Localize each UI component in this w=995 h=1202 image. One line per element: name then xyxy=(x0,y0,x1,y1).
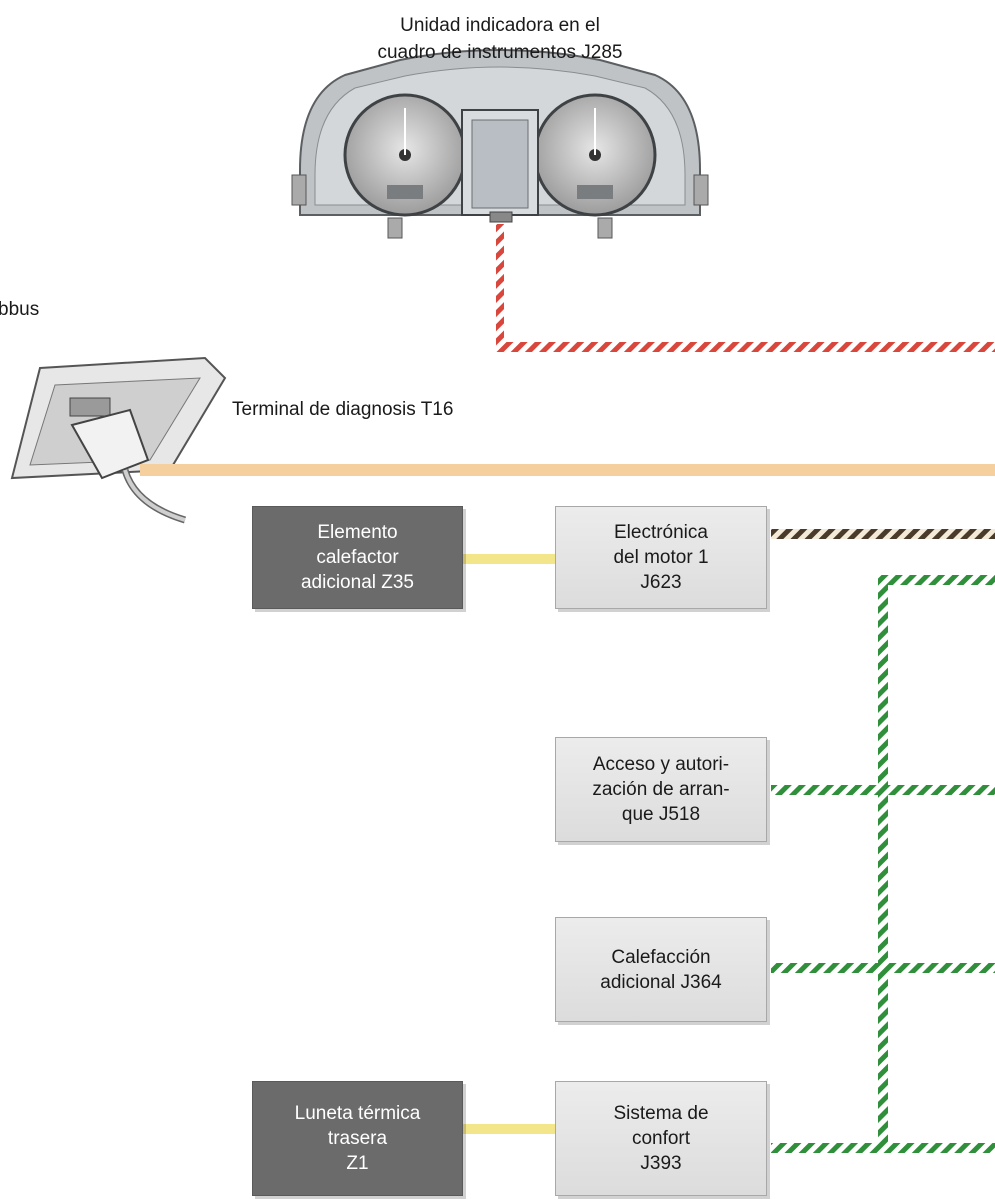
lin-link-z35 xyxy=(463,554,555,564)
comfort-bus-j393 xyxy=(771,1143,995,1153)
box-j518: Acceso y autori- zación de arran- que J5… xyxy=(555,737,767,842)
box-j364: Calefacción adicional J364 xyxy=(555,917,767,1022)
box-z1: Luneta térmica trasera Z1 xyxy=(252,1081,463,1196)
comfort-bus-j364 xyxy=(771,963,995,973)
comfort-bus-j518 xyxy=(771,785,995,795)
cluster-title: Unidad indicadora en el cuadro de instru… xyxy=(377,15,623,63)
drive-bus xyxy=(771,529,995,539)
diagnosis-bus xyxy=(140,464,995,476)
lin-link-z1 xyxy=(463,1124,555,1134)
comfort-bus-top xyxy=(878,575,995,585)
box-j623: Electrónica del motor 1 J623 xyxy=(555,506,767,609)
box-z35: Elemento calefactor adicional Z35 xyxy=(252,506,463,609)
box-j393: Sistema de confort J393 xyxy=(555,1081,767,1196)
instrument-bus-vertical xyxy=(496,224,504,352)
bus-cutoff-label: bbus xyxy=(0,299,40,320)
comfort-bus-vertical xyxy=(878,575,888,1153)
diagnosis-terminal-label: Terminal de diagnosis T16 xyxy=(232,399,454,420)
instrument-cluster-illustration xyxy=(291,49,709,239)
diagnosis-connector-illustration xyxy=(10,356,227,524)
instrument-bus-horizontal xyxy=(496,342,995,352)
